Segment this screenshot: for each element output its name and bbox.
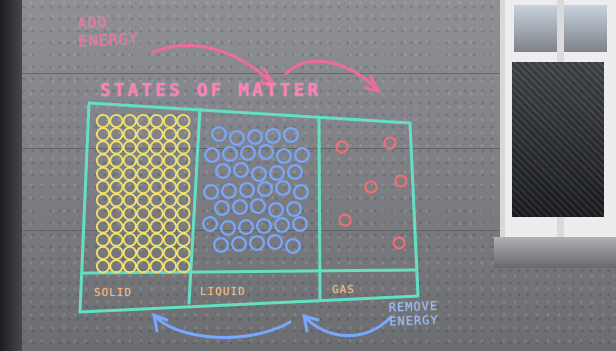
gas-label: GAS bbox=[332, 283, 355, 296]
window-glass-lower bbox=[512, 62, 604, 217]
liquid-label: LIQUID bbox=[200, 285, 246, 298]
add-energy-label: ADD ENERGY bbox=[77, 13, 140, 51]
remove-energy-label: REMOVE ENERGY bbox=[388, 298, 439, 329]
solid-label: SOLID bbox=[94, 286, 133, 299]
states-of-matter-title: STATES OF MATTER bbox=[100, 80, 322, 101]
window-sill bbox=[494, 237, 616, 268]
dark-pillar bbox=[0, 0, 22, 351]
